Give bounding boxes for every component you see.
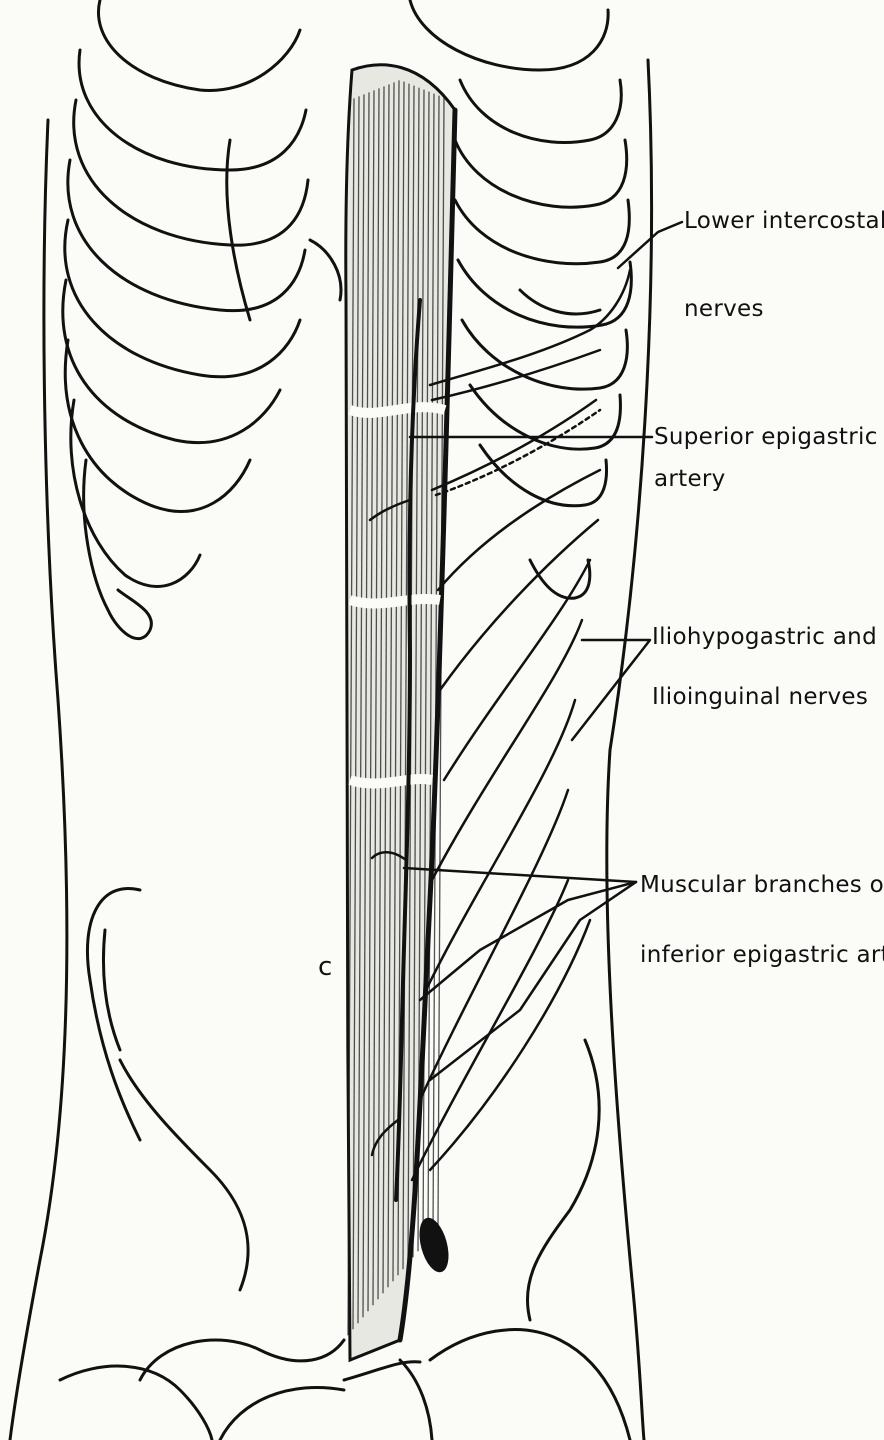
label-superior-epigastric: Superior epigastric <box>654 424 878 450</box>
left-rib-cage <box>63 0 341 639</box>
label-lower-intercostal: Lower intercostal <box>684 208 884 234</box>
label-iliohypogastric: Iliohypogastric and <box>652 624 877 650</box>
label-artery: artery <box>654 466 726 492</box>
label-muscular-branches: Muscular branches of <box>640 872 884 898</box>
label-muscle-marker: c <box>318 952 333 982</box>
label-inferior-epigastric: inferior epigastric arte <box>640 942 884 968</box>
label-ilioinguinal-nerves: Ilioinguinal nerves <box>652 684 868 710</box>
rectus-abdominis <box>346 65 455 1360</box>
label-nerves: nerves <box>684 296 764 322</box>
